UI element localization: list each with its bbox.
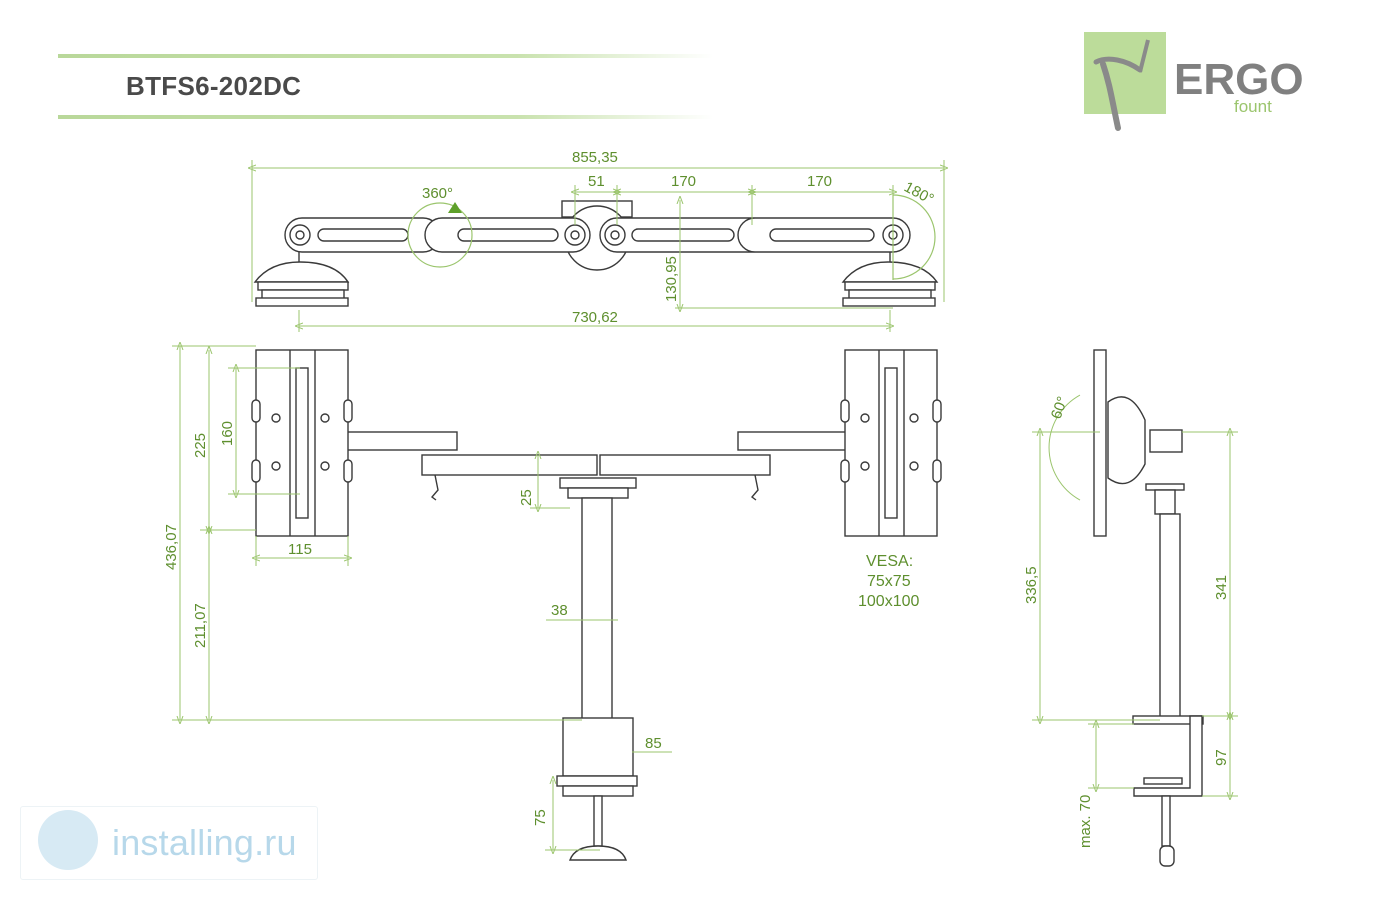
vesa-size-75: 75x75 [867, 573, 911, 590]
dim-height-top: 130,95 [663, 256, 680, 302]
dim-h-25: 25 [518, 489, 535, 506]
dim-h-336: 336,5 [1023, 566, 1040, 604]
side-view [1093, 349, 1204, 867]
watermark-text: installing.ru [112, 822, 297, 863]
top-view-dimensions [252, 160, 944, 332]
logo-brand: ERGO [1174, 55, 1304, 104]
dim-h-75: 75 [532, 809, 549, 826]
side-view-dimensions [1032, 394, 1238, 796]
dim-max-70: max. 70 [1077, 795, 1094, 848]
front-view [251, 349, 942, 861]
dim-h-436: 436,07 [163, 524, 180, 570]
dim-h-97: 97 [1213, 749, 1230, 766]
dim-h-225: 225 [192, 433, 209, 458]
dim-h-341: 341 [1213, 575, 1230, 600]
top-view [253, 200, 939, 307]
watermark-badge-icon [38, 810, 98, 870]
dim-seg-51: 51 [588, 173, 605, 190]
ergo-fount-logo: ERGO fount [1084, 32, 1304, 131]
front-view-dimensions [172, 346, 672, 850]
dim-rot-360: 360° [422, 185, 453, 202]
dim-w-38: 38 [551, 602, 568, 619]
dim-span-730: 730,62 [572, 309, 618, 326]
title-rule-bottom [58, 115, 713, 119]
dim-seg-170-b: 170 [807, 173, 832, 190]
dim-h-211: 211,07 [192, 603, 209, 648]
dim-seg-170-a: 170 [671, 173, 696, 190]
dim-total-width: 855,35 [572, 149, 618, 166]
dim-w-115: 115 [288, 541, 312, 558]
title-rule-top [58, 54, 713, 58]
dim-w-85: 85 [645, 735, 662, 752]
vesa-label: VESA: [866, 553, 913, 570]
vesa-size-100: 100x100 [858, 593, 919, 610]
page-title: BTFS6-202DC [126, 71, 302, 101]
watermark-frame [20, 806, 318, 880]
logo-sub: fount [1234, 97, 1272, 116]
rotation-arrow-icon [448, 202, 462, 213]
dim-tilt-60: 60° [1048, 394, 1072, 421]
dim-h-160: 160 [219, 421, 236, 446]
